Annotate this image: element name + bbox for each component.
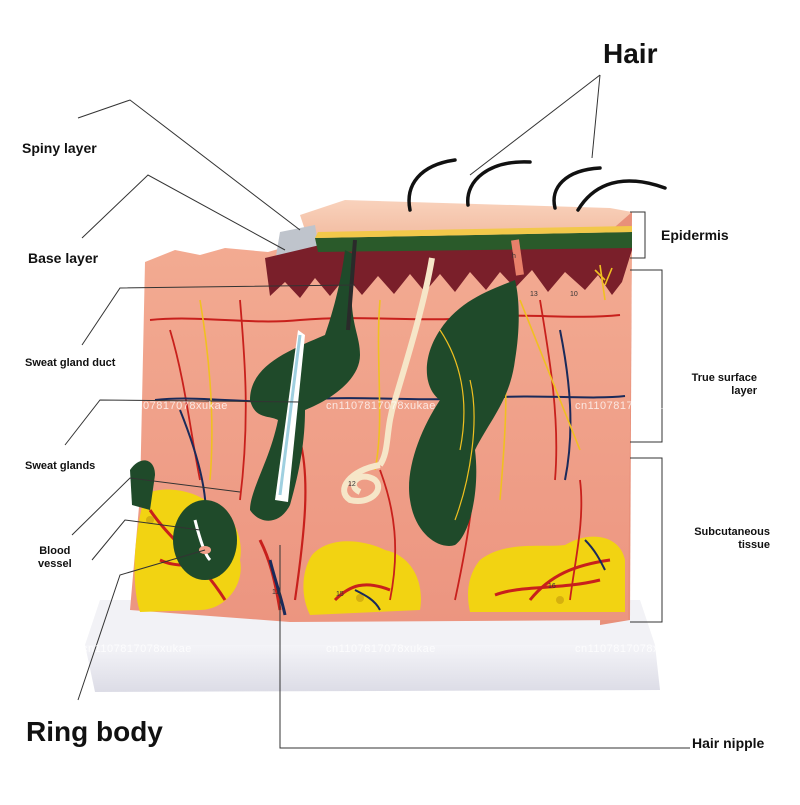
- watermark: cn1107817078xukae: [575, 643, 685, 655]
- label-spiny-layer: Spiny layer: [22, 140, 97, 156]
- label-subcutaneous-tissue: Subcutaneous tissue: [694, 526, 770, 551]
- model-number: 11: [272, 589, 279, 596]
- watermark: cn1107817078xukae: [326, 643, 436, 655]
- model-number: h: [512, 253, 516, 260]
- watermark: cn1107817078xukae: [326, 400, 436, 412]
- label-true-surface-layer: True surface layer: [691, 372, 757, 397]
- spiny-layer-band: [315, 232, 632, 252]
- model-number: 16: [548, 583, 556, 590]
- label-sweat-gland-duct: Sweat gland duct: [25, 357, 116, 369]
- label-hair: Hair: [603, 38, 658, 69]
- sebaceous-gland: [409, 239, 524, 546]
- label-sweat-glands: Sweat glands: [25, 460, 96, 472]
- label-blood-vessel: Blood vessel: [38, 545, 72, 570]
- hair-strands: [407, 158, 667, 212]
- model-number: 13: [530, 291, 538, 298]
- model-number-tags: 10 11 12 13 15 16 h: [272, 253, 578, 598]
- leader-lines: [64, 74, 690, 749]
- sweat-gland-duct: [341, 257, 435, 504]
- watermark: cn1107817078xukae: [82, 643, 192, 655]
- label-ring-body: Ring body: [26, 716, 163, 747]
- watermark: cn1107817078xukae: [575, 400, 685, 412]
- hair-follicle: [250, 239, 360, 521]
- model-number: 15: [336, 591, 344, 598]
- label-epidermis: Epidermis: [661, 227, 729, 243]
- model-number: 10: [570, 291, 578, 298]
- watermark: cn1107817078xukae: [118, 400, 228, 412]
- label-hair-nipple: Hair nipple: [692, 735, 765, 751]
- ring-body-gland: [130, 460, 237, 580]
- model-number: 12: [348, 481, 356, 488]
- label-base-layer: Base layer: [28, 250, 99, 266]
- base-layer-dark-band: [265, 238, 632, 298]
